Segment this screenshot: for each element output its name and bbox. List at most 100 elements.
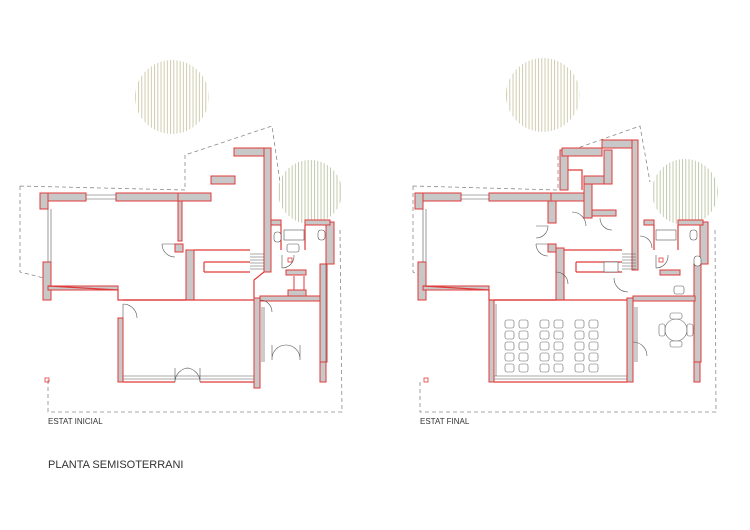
door-swing: [535, 243, 549, 257]
wall: [185, 249, 195, 301]
plan-estat-inicial: [19, 60, 343, 413]
wall: [699, 221, 709, 265]
chair: [588, 330, 599, 340]
wall: [488, 299, 495, 383]
wall: [677, 219, 704, 226]
wall: [659, 269, 681, 276]
round-table: [658, 312, 694, 348]
chair: [574, 352, 585, 362]
chair: [553, 352, 564, 362]
chair: [588, 352, 599, 362]
wall: [210, 175, 236, 185]
wall: [42, 261, 52, 301]
door-swing: [174, 367, 190, 383]
wall: [233, 147, 265, 157]
wall: [631, 139, 639, 271]
wall: [414, 192, 424, 210]
door-swing: [161, 243, 176, 258]
drawing-title: PLANTA SEMISOTERRANI: [48, 459, 184, 471]
stair-block: [603, 261, 619, 273]
wall: [177, 200, 183, 242]
partition: [564, 249, 622, 273]
wall: [287, 289, 307, 297]
wall: [177, 192, 212, 202]
wall: [693, 263, 702, 363]
partition: [653, 225, 679, 250]
wall: [547, 200, 557, 224]
door-swing: [535, 225, 549, 239]
door-swing: [632, 341, 648, 357]
wall: [561, 147, 603, 157]
chair: [518, 330, 529, 340]
partition: [253, 271, 265, 298]
classroom-seating: [504, 319, 599, 373]
chair: [518, 363, 529, 373]
chair: [553, 363, 564, 373]
wall: [325, 221, 335, 265]
tree-symbol: [278, 160, 342, 224]
wall: [550, 192, 585, 202]
washbasin-icon: [673, 285, 685, 295]
door-swing: [613, 277, 629, 293]
column-marker: [44, 377, 50, 383]
door-swing: [185, 367, 201, 383]
chair: [504, 319, 515, 329]
wall: [693, 361, 701, 383]
partition: [194, 249, 250, 273]
chair: [588, 319, 599, 329]
wall: [319, 361, 327, 383]
toilet-icon: [693, 255, 702, 267]
door-swing: [639, 235, 653, 249]
wall: [417, 261, 427, 301]
chair: [518, 352, 529, 362]
chair: [588, 341, 599, 351]
door-swing: [285, 344, 301, 361]
chair: [539, 363, 550, 373]
wall: [263, 147, 272, 273]
toilet-icon: [273, 231, 282, 243]
chair: [588, 363, 599, 373]
wall: [603, 149, 613, 185]
wall: [253, 297, 261, 389]
chair: [504, 363, 515, 373]
chair: [518, 341, 529, 351]
plan-label-final: ESTAT FINAL: [420, 417, 470, 426]
wall: [259, 295, 321, 302]
chair: [574, 363, 585, 373]
wall: [632, 295, 696, 302]
partition: [568, 169, 583, 190]
door-swing: [271, 344, 287, 361]
toilet-icon: [689, 229, 698, 241]
wall: [285, 269, 307, 276]
wall: [174, 243, 184, 253]
tree-symbol: [652, 159, 718, 225]
chair: [504, 352, 515, 362]
chair: [504, 330, 515, 340]
site-boundary: [19, 125, 343, 413]
chair: [574, 341, 585, 351]
wall: [115, 192, 179, 202]
wall: [488, 192, 552, 202]
door-swing: [122, 303, 138, 319]
door-swing: [281, 254, 295, 269]
chair: [574, 330, 585, 340]
plan-estat-final: [412, 58, 718, 413]
tree-symbol: [135, 60, 209, 134]
toilet-icon: [317, 229, 326, 241]
chair: [553, 319, 564, 329]
wall: [304, 219, 331, 226]
wall: [643, 219, 655, 226]
door-swing: [555, 271, 569, 285]
chair: [574, 319, 585, 329]
chair: [539, 352, 550, 362]
wall: [583, 175, 605, 185]
chair: [553, 341, 564, 351]
door-swing: [259, 299, 273, 313]
wall: [626, 297, 634, 383]
chair: [539, 341, 550, 351]
cabinet: [655, 229, 677, 241]
door-swing: [655, 254, 669, 269]
plan-label-initial: ESTAT INICIAL: [48, 417, 103, 426]
cabinet: [283, 229, 305, 241]
